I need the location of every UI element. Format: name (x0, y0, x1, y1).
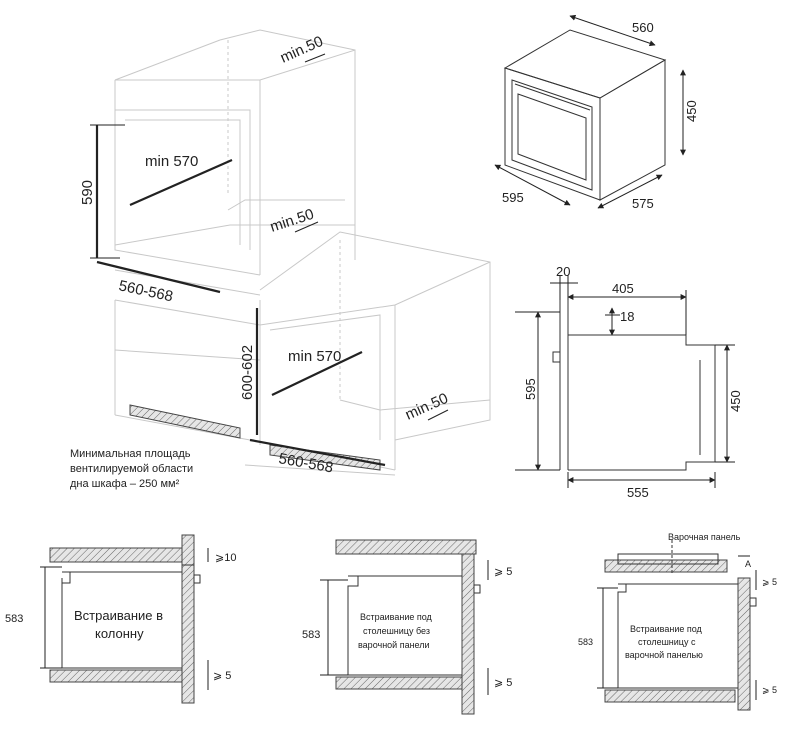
dim-18: 18 (620, 309, 634, 324)
dim-450-top: 450 (684, 100, 699, 122)
dim-590: 590 (79, 180, 96, 205)
panel-column-label-1: Встраивание в (74, 608, 163, 623)
dim-575: 575 (632, 196, 654, 211)
dim-ge5-4: ⩾ 5 (762, 577, 777, 587)
upper-dimensions: 590 min 570 560-568 min.50 min.50 (79, 33, 326, 306)
dim-min50-low: min.50 (403, 390, 451, 424)
dim-20: 20 (556, 264, 570, 279)
dim-ge5-3: ⩾ 5 (494, 677, 512, 689)
dim-595-top: 595 (502, 190, 524, 205)
dim-450-side: 450 (728, 390, 743, 412)
dim-A: A (745, 559, 751, 569)
dim-ge10: ⩾10 (215, 552, 236, 564)
dim-min50-mid: min.50 (268, 206, 316, 236)
dim-min570-upper: min 570 (145, 153, 198, 170)
note-line-2: вентилируемой области (70, 463, 193, 475)
panel-under-counter-install: 583 ⩾ 5 ⩾ 5 Встраивание под столешницу б… (302, 539, 512, 715)
panel-hob-label-1: Встраивание под (630, 624, 703, 634)
under-counter-cabinet-sketch (114, 231, 491, 476)
dim-595-side: 595 (523, 378, 538, 400)
dim-ge5-2: ⩾ 5 (494, 566, 512, 578)
dim-ge5-5: ⩾ 5 (762, 685, 777, 695)
column-cabinet-sketch (114, 29, 356, 296)
panel-under-label-3: варочной панели (358, 640, 430, 650)
panel-column-label-2: колонну (95, 626, 144, 641)
dim-583-3: 583 (578, 637, 593, 647)
dim-min570-lower: min 570 (288, 348, 341, 365)
oven-3d-view: 560 450 595 575 (494, 14, 699, 211)
dim-560-568-upper: 560-568 (117, 277, 174, 305)
panel-hob-label-2: столешницу с (638, 637, 696, 647)
panel-under-counter-hob-install: Варочная панель 583 A ⩾ 5 ⩾ 5 Встраивани… (578, 532, 777, 711)
dim-555: 555 (627, 485, 649, 500)
dim-ge5-1: ⩾ 5 (213, 670, 231, 682)
hob-label: Варочная панель (668, 532, 741, 542)
panel-column-install: 583 ⩾10 ⩾ 5 Встраивание в колонну (5, 534, 236, 704)
panel-hob-label-3: варочной панелью (625, 650, 703, 660)
ventilation-note: Минимальная площадь вентилируемой област… (70, 448, 193, 490)
dim-560: 560 (632, 20, 654, 35)
note-line-1: Минимальная площадь (70, 448, 191, 460)
dim-583-1: 583 (5, 613, 23, 625)
dim-405: 405 (612, 281, 634, 296)
panel-under-label-2: столешницу без (363, 626, 430, 636)
note-line-3: дна шкафа – 250 мм² (70, 478, 180, 490)
panel-under-label-1: Встраивание под (360, 612, 433, 622)
dim-600-602: 600-602 (239, 345, 256, 400)
oven-side-view: 595 20 405 18 450 555 (515, 264, 743, 500)
dim-583-2: 583 (302, 629, 320, 641)
